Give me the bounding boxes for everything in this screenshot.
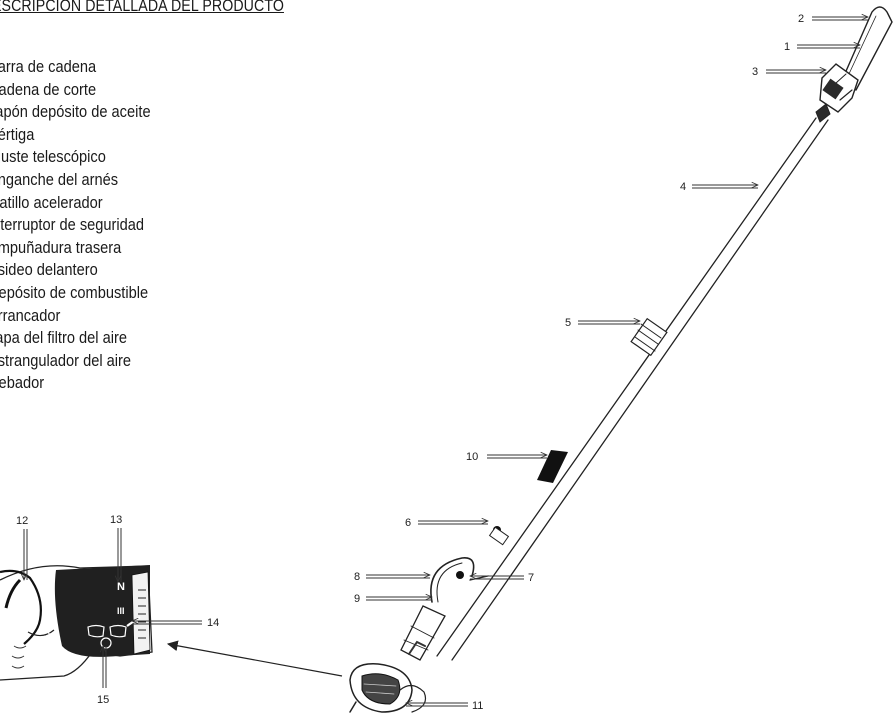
callout-14: 14 xyxy=(207,617,219,629)
chain-bar-icon xyxy=(842,6,893,91)
part-item: Arrancador xyxy=(0,305,61,325)
callout-2: 2 xyxy=(798,13,804,25)
part-item: Pértiga xyxy=(0,124,35,144)
parts-list: Barra de cadena Cadena de corte Tapón de… xyxy=(0,56,177,395)
callout-10: 10 xyxy=(466,451,478,463)
callout-8: 8 xyxy=(354,571,360,583)
engine-icon xyxy=(349,663,427,713)
rear-grip-icon xyxy=(400,605,446,661)
telescopic-lock-icon xyxy=(630,317,668,357)
svg-text:ΙΙΙ: ΙΙΙ xyxy=(117,606,125,616)
part-item: Tapa del filtro del aire xyxy=(0,328,127,348)
callout-6: 6 xyxy=(405,517,411,529)
callout-5: 5 xyxy=(565,317,571,329)
part-item: Cebador xyxy=(0,373,45,393)
callout-9: 9 xyxy=(354,593,360,605)
svg-text:Ν: Ν xyxy=(117,581,125,593)
page-title: ESCRIPCIÓN DETALLADA DEL PRODUCTO xyxy=(0,0,284,15)
callout-4: 4 xyxy=(680,181,686,193)
part-item: Gatillo acelerador xyxy=(0,192,103,212)
part-item: Asideo delantero xyxy=(0,260,98,280)
part-item: Tapón depósito de aceite xyxy=(0,102,151,122)
detail-pointer-arrow xyxy=(166,640,343,677)
callout-13: 13 xyxy=(110,514,122,526)
pole-saw-illustration xyxy=(349,6,893,713)
callout-12: 12 xyxy=(16,515,28,527)
part-item: Ajuste telescópico xyxy=(0,147,106,167)
callout-11: 11 xyxy=(472,700,483,712)
harness-grip-band xyxy=(537,450,568,483)
part-item: Estrangulador del aire xyxy=(0,350,132,370)
part-item: Cadena de corte xyxy=(0,79,97,99)
part-item: Empuñadura trasera xyxy=(0,237,122,257)
part-item: Depósito de combustible xyxy=(0,282,149,302)
pole-shaft-icon xyxy=(436,117,829,661)
detail-view: Ν ΙΙΙ xyxy=(0,565,153,681)
harness-hook-icon xyxy=(488,526,510,546)
part-item: Enganche del arnés xyxy=(0,169,119,189)
callout-arrows xyxy=(24,17,868,707)
callout-3: 3 xyxy=(752,66,758,78)
part-item: Interruptor de seguridad xyxy=(0,215,145,235)
callout-7: 7 xyxy=(528,572,534,584)
part-item: Barra de cadena xyxy=(0,57,97,76)
callout-1: 1 xyxy=(784,41,790,53)
saw-head-icon xyxy=(815,63,859,123)
callout-15: 15 xyxy=(97,694,109,706)
